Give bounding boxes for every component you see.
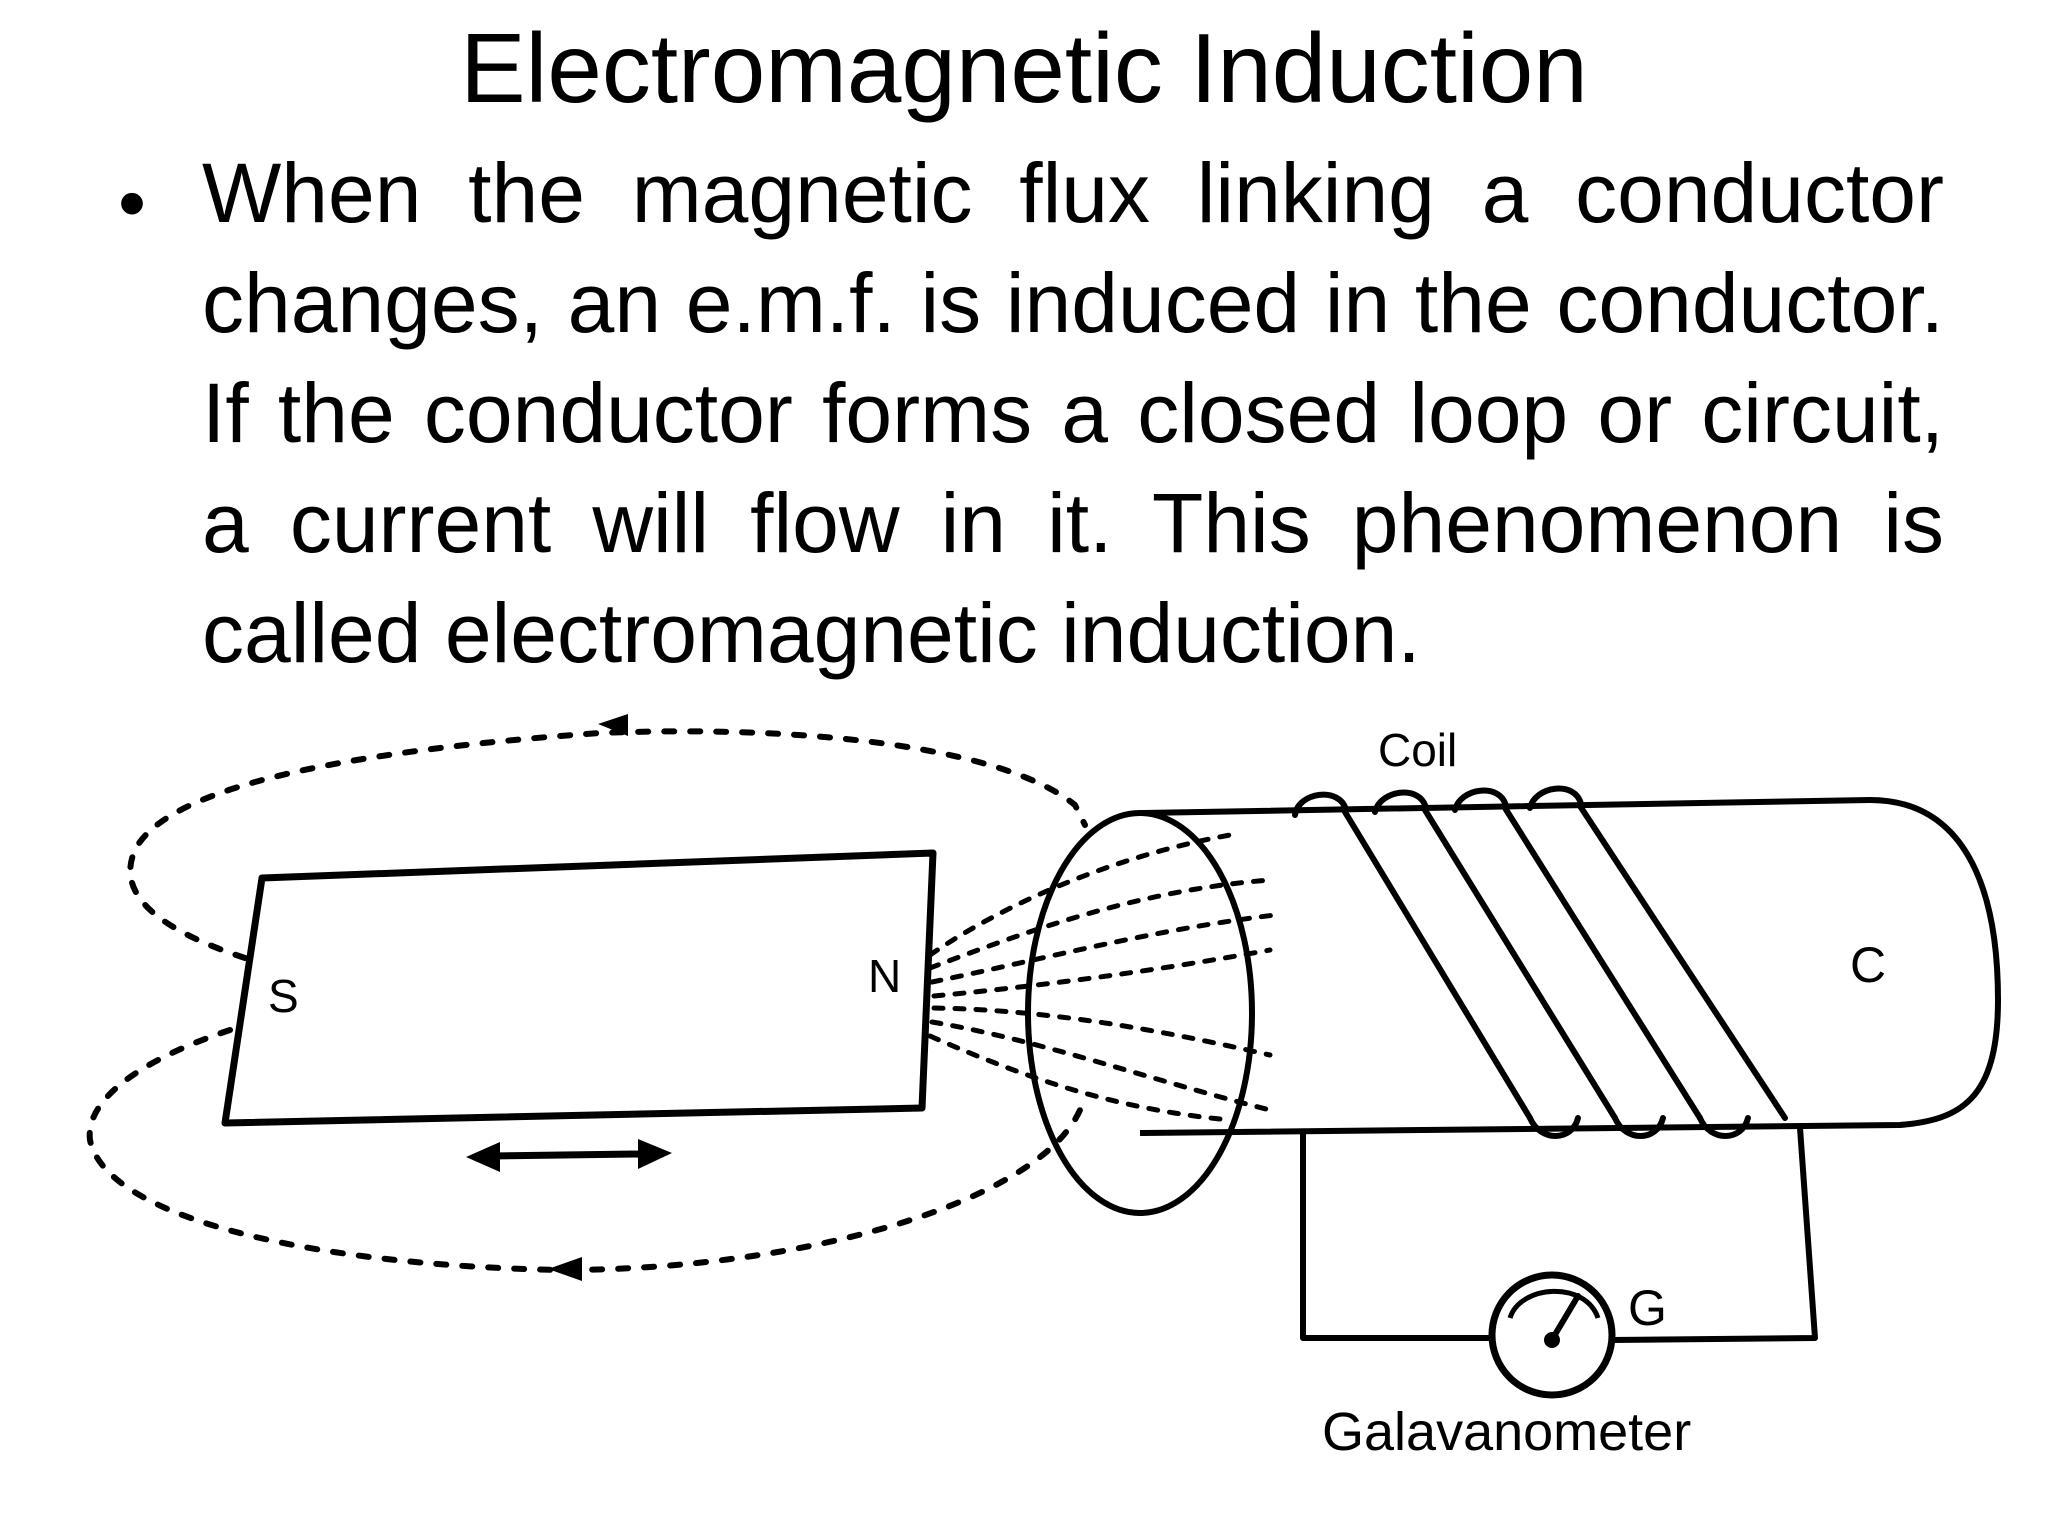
cylinder-core: C: [1025, 796, 2002, 1216]
circuit-wire: [1300, 1127, 1818, 1343]
core-label: C: [1850, 937, 1886, 993]
lower-field-arrow-icon: [548, 1257, 582, 1281]
bullet-text: When the magnetic flux linking a conduct…: [202, 146, 1944, 680]
galvanometer-label: Galavanometer: [1322, 1402, 1691, 1462]
coil-windings: Coil: [1292, 724, 1788, 1139]
bar-magnet: S N: [221, 849, 937, 1127]
upper-field-arrow-icon: [598, 714, 628, 736]
magnet-body: [221, 849, 937, 1127]
field-arrow-icons: [548, 714, 628, 1281]
motion-double-arrow-icon: [466, 1139, 672, 1172]
slide-title: Electromagnetic Induction: [460, 13, 1588, 123]
core-body: [1139, 796, 2002, 1136]
galvanometer-symbol-label: G: [1628, 1280, 1667, 1336]
external-circuit: [1300, 1127, 1818, 1343]
bullet-marker: •: [118, 158, 147, 247]
south-pole-label: S: [268, 970, 299, 1022]
coil-label: Coil: [1378, 724, 1457, 776]
lower-field-loop: [86, 1027, 1083, 1274]
inner-field-lines: [927, 832, 1278, 1123]
galvanometer-icon: G Galavanometer: [1322, 1271, 1691, 1462]
north-pole-label: N: [868, 950, 901, 1002]
core-end-face: [1025, 810, 1255, 1216]
upper-field-loop: [127, 728, 1088, 961]
outer-field-lines: [86, 728, 1088, 1274]
